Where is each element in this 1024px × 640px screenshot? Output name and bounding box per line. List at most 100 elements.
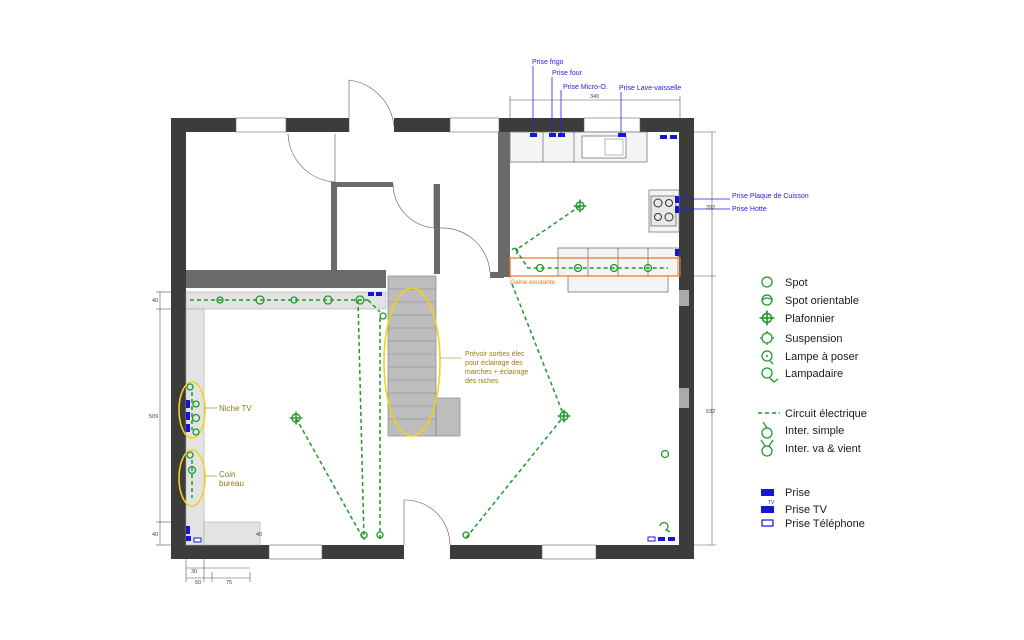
wall-top-segment [499,118,584,132]
legend-label: Inter. simple [785,425,844,437]
outlet-icon [660,135,667,139]
legend-label: Circuit électrique [785,408,867,420]
phone-outlet-icon [647,536,656,542]
inter-simple-icon [462,531,470,539]
wall-bottom-segment [450,545,542,559]
spot-orientable-icon [761,294,773,306]
window [541,544,597,560]
outlet-icon [761,489,774,496]
wall-bottom-segment [171,545,269,559]
dim-left-top: 40 [152,298,158,304]
lampe-a-poser-icon [660,449,670,459]
spot-icon [255,295,265,305]
legend-label: Prise TV [785,504,828,516]
suspension-icon [379,312,387,320]
legend-label: Inter. va & vient [785,443,861,455]
wall-bottom-segment [596,545,694,559]
sink-basin [604,138,624,156]
inter-simple-icon [186,451,194,459]
dim-bottom-40: 40 [256,532,262,538]
niche-highlight [178,381,206,439]
dim-left-bottom: 40 [152,532,158,538]
outlet-icon [675,249,679,256]
label-prise-frigo: Prise frigo [532,59,564,66]
outlet-icon [658,537,665,541]
dim-right-wall: 532 [706,409,715,415]
door [403,499,451,546]
inter-simple-icon [511,247,519,255]
interior-wall [434,184,440,274]
window [679,388,689,408]
circuit-line [295,417,365,541]
stair-note-line: pour éclairage des [465,360,523,367]
dim-kitchen-depth: 292 [706,205,715,211]
door [392,183,435,229]
legend-label: Spot [785,277,808,289]
window [449,117,500,133]
inter-simple-icon [360,531,368,539]
spot-icon [192,428,200,436]
label-coin-bureau: Coin [219,470,235,479]
shelf-corner [203,521,261,546]
phone-outlet-icon [193,537,202,543]
outlet-icon [376,292,382,296]
spot-icon [643,263,653,273]
suspension-icon [760,331,774,345]
label-niche-tv: Niche TV [219,404,252,413]
outlet-icon [675,196,679,203]
walls [171,117,694,560]
interior-wall [490,272,504,278]
wall-top-segment [171,118,236,132]
spot-icon [290,296,298,304]
window [235,117,287,133]
outlets [186,133,679,543]
spot-icon [573,263,583,273]
outlet-icon [186,412,190,420]
outlet-icon [186,526,190,534]
dim-left-wall: 509 [149,414,158,420]
inter-va-vient-icon [760,439,774,457]
stair-note-line: marches + éclairage [465,369,528,376]
door [287,133,336,183]
dimensions: 340 292 532 40 509 40 40 30 50 75 [149,94,716,586]
circuit-line [514,205,668,269]
lampadaire-icon [761,367,779,383]
plafonnier-icon [573,199,587,213]
light-fixtures [186,199,671,539]
plafonnier-icon [759,310,775,326]
wall-right [679,118,694,559]
wall-left [171,118,186,559]
wall-top-segment [394,118,450,132]
stair-highlight [383,287,441,437]
label-prise-four: Prise four [552,70,583,77]
outlet-icon [558,133,565,137]
staircase [387,275,461,437]
bar-counter [567,275,669,293]
outlet-icon [186,536,191,541]
inter-simple-icon [186,383,194,391]
spot-icon [192,400,200,408]
lampe-a-poser-icon [761,350,774,365]
plafonnier-icon [289,411,303,425]
legend: Spot Spot orientable Plafonnier Suspensi… [758,276,867,530]
outlet-icon [549,133,556,137]
inter-simple-icon [761,421,773,439]
legend-label: Lampe à poser [785,351,859,363]
spot-icon [609,263,619,273]
label-prise-lave-vaisselle: Prise Lave-vaisselle [619,85,681,92]
circuit-line [357,299,365,541]
window [268,544,323,560]
notes: Prévoir sorties élec pour éclairage des … [205,351,528,488]
phone-outlet-icon [761,519,774,527]
doors [287,79,491,546]
legend-label: Plafonnier [785,313,835,325]
label-prise-hotte: Prise Hotte [732,206,767,213]
dim-bottom-30: 30 [191,569,197,575]
legend-label: Spot orientable [785,295,859,307]
window [679,290,689,306]
legend-label: Prise Téléphone [785,518,865,530]
interior-wall [186,270,386,288]
dim-bottom-75: 75 [226,580,232,586]
wall-top-segment [286,118,349,132]
wall-bottom-segment [322,545,404,559]
